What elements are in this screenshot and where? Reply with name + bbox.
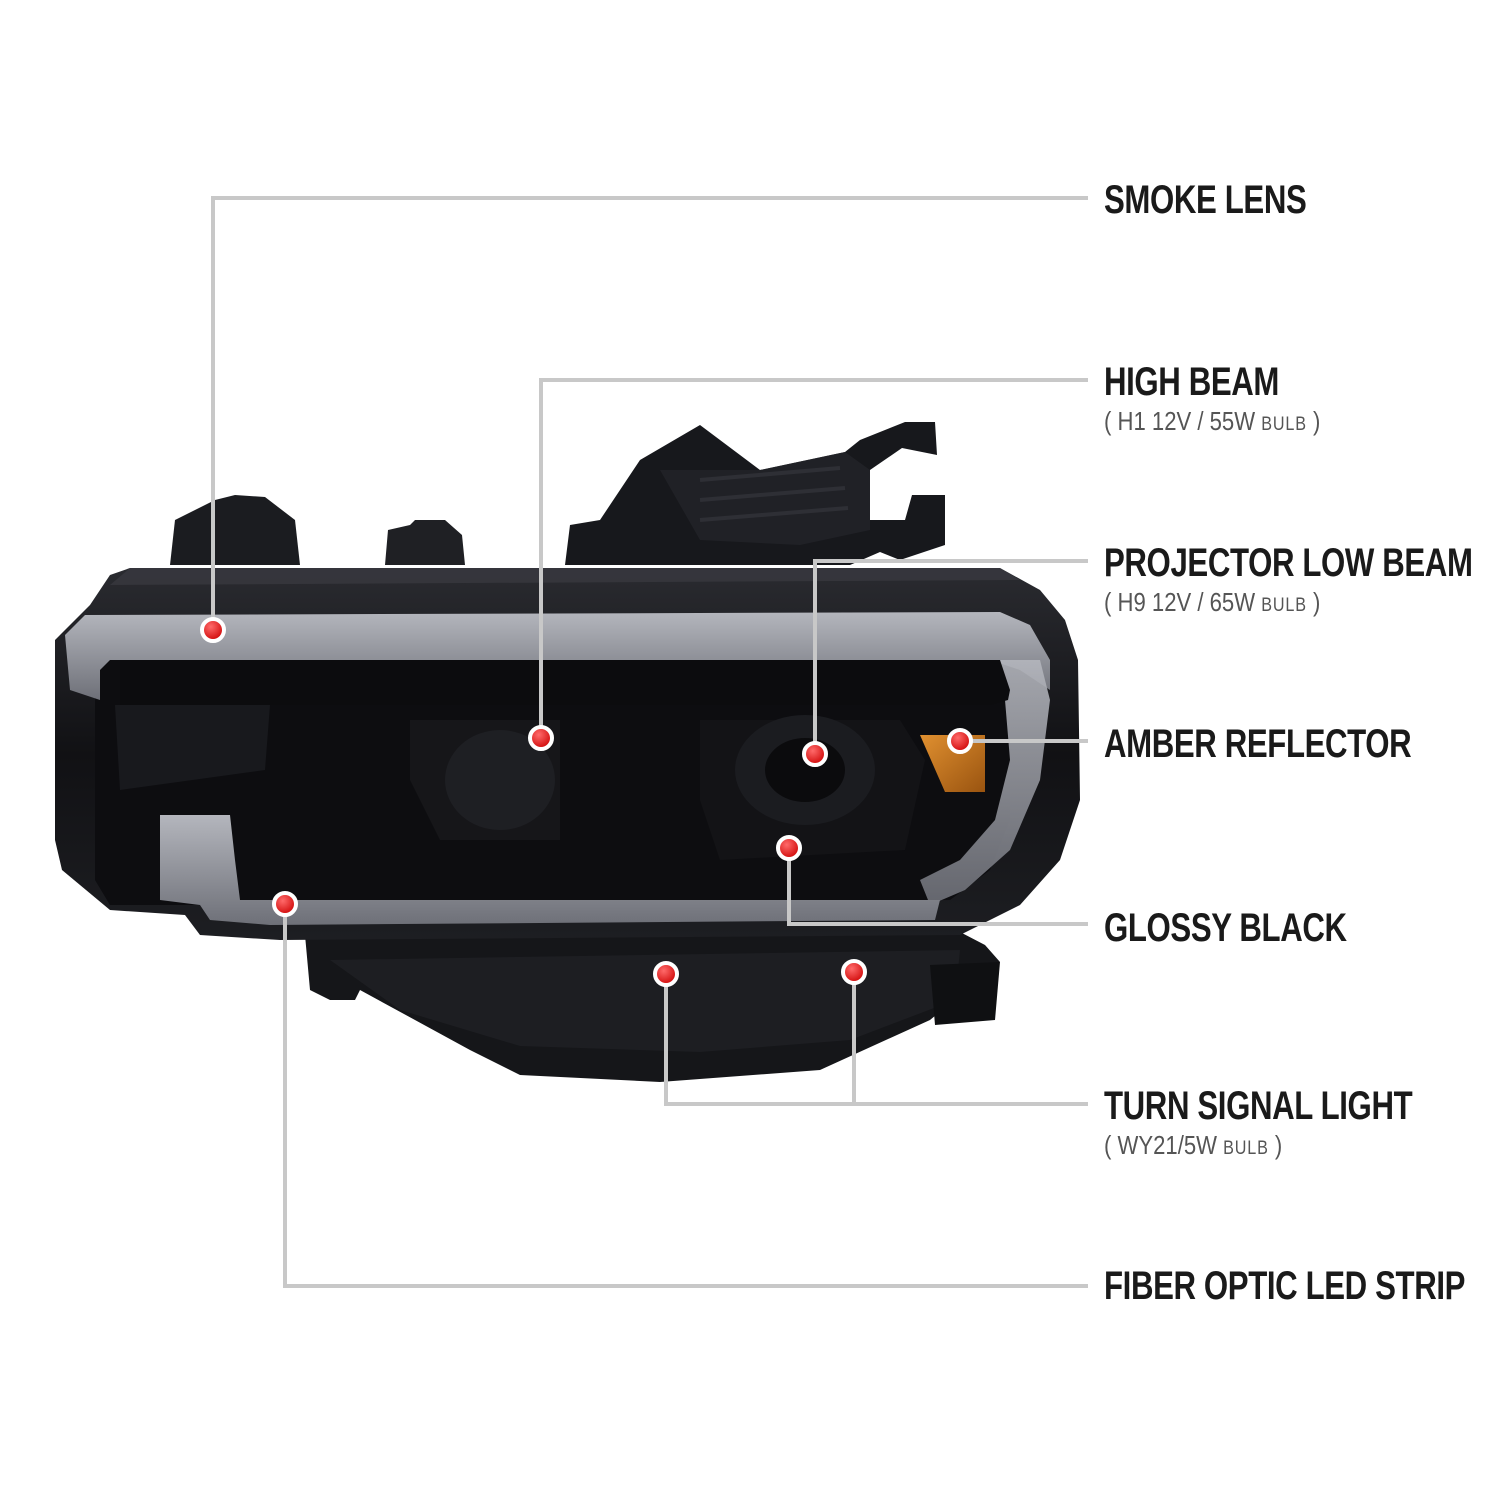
leader-lines <box>211 196 1088 1288</box>
lower-housing <box>305 932 1000 1082</box>
leader-line-glossy-black <box>787 848 1088 926</box>
label-smoke-lens: SMOKE LENS <box>1104 180 1363 220</box>
label-high-beam: HIGH BEAM ( H1 12V / 55W BULB ) <box>1104 362 1359 434</box>
callout-markers <box>200 617 973 987</box>
marker-amber-reflector <box>947 728 973 754</box>
marker-projector-low-beam <box>802 741 828 767</box>
leader-line-projector-low-beam <box>813 559 1088 754</box>
leader-line-smoke-lens <box>211 196 1088 630</box>
marker-turn-signal-a <box>653 961 679 987</box>
label-title: TURN SIGNAL LIGHT <box>1104 1084 1413 1128</box>
leader-line-high-beam <box>539 378 1088 738</box>
spec-unit: BULB <box>1261 595 1307 616</box>
spec-value: H9 12V / 65W <box>1117 587 1256 617</box>
label-turn-signal-light: TURN SIGNAL LIGHT ( WY21/5W BULB ) <box>1104 1086 1499 1158</box>
marker-high-beam <box>528 725 554 751</box>
led-strip <box>65 612 1050 925</box>
leader-line-fiber-optic-led-strip <box>283 904 1088 1288</box>
marker-smoke-lens <box>200 617 226 643</box>
marker-glossy-black <box>776 835 802 861</box>
spec-unit: BULB <box>1261 414 1307 435</box>
spec-value: WY21/5W <box>1117 1130 1217 1160</box>
marker-fiber-optic-led-strip <box>272 891 298 917</box>
label-title: SMOKE LENS <box>1104 178 1307 222</box>
label-glossy-black: GLOSSY BLACK <box>1104 908 1415 948</box>
spec-unit: BULB <box>1223 1138 1269 1159</box>
label-projector-low-beam: PROJECTOR LOW BEAM ( H9 12V / 65W BULB ) <box>1104 543 1500 615</box>
spec-value: H1 12V / 55W <box>1117 406 1256 436</box>
label-title: AMBER REFLECTOR <box>1104 722 1412 766</box>
leader-line-turn-signal-a <box>664 974 1088 1106</box>
rear-housing <box>170 422 945 565</box>
label-amber-reflector: AMBER REFLECTOR <box>1104 724 1498 764</box>
label-title: GLOSSY BLACK <box>1104 906 1347 950</box>
label-title: FIBER OPTIC LED STRIP <box>1104 1264 1466 1308</box>
marker-turn-signal-b <box>841 959 867 985</box>
label-spec: ( H1 12V / 55W BULB ) <box>1104 406 1321 436</box>
label-fiber-optic-led-strip: FIBER OPTIC LED STRIP <box>1104 1266 1500 1306</box>
label-title: HIGH BEAM <box>1104 360 1280 404</box>
label-title: PROJECTOR LOW BEAM <box>1104 541 1473 585</box>
label-spec: ( H9 12V / 65W BULB ) <box>1104 587 1321 617</box>
label-spec: ( WY21/5W BULB ) <box>1104 1130 1283 1160</box>
